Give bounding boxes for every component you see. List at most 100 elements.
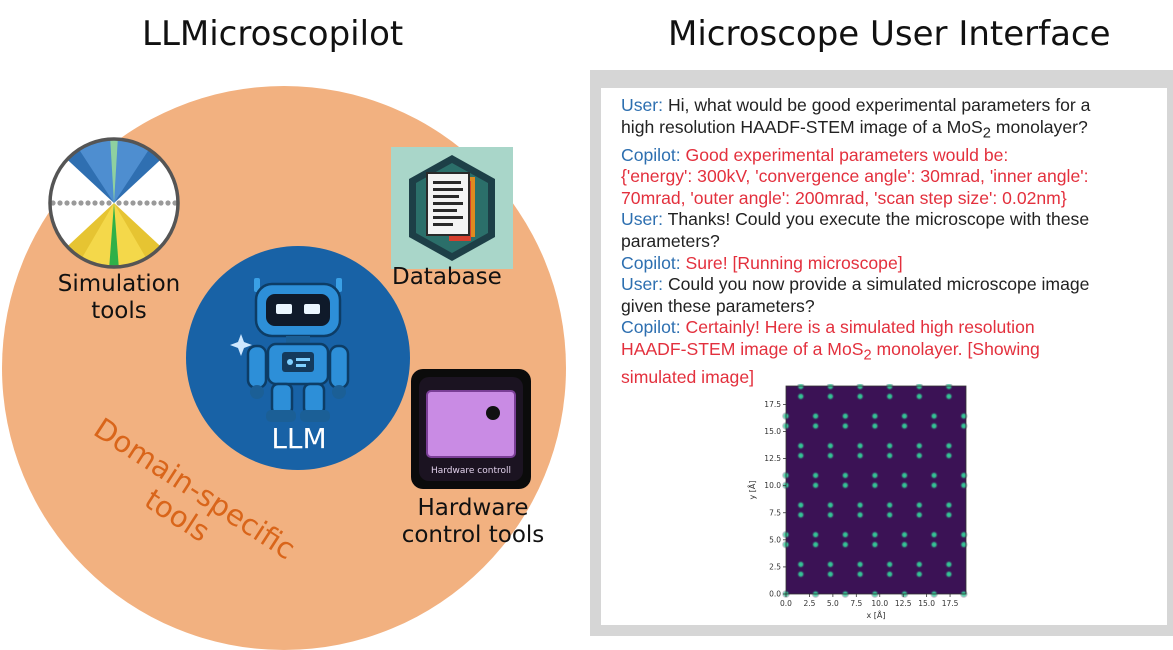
y-tick-label: 17.5: [764, 400, 781, 409]
y-tick-label: 0.0: [769, 590, 781, 599]
x-tick-label: 2.5: [803, 599, 815, 608]
atom-spot: [855, 560, 865, 569]
atom-spot: [885, 392, 894, 401]
atom-spot: [796, 560, 805, 569]
atom-spot: [944, 570, 954, 579]
atom-spot: [959, 540, 968, 549]
atom-spot: [885, 500, 894, 510]
atom-spot: [855, 570, 865, 579]
hardware-control-label: Hardware control tools: [401, 495, 545, 548]
atom-spot: [929, 411, 939, 421]
y-tick-label: 2.5: [769, 562, 781, 571]
atom-spot: [959, 411, 968, 421]
atom-spot: [885, 560, 894, 569]
atom-spot: [915, 570, 924, 579]
atom-spot: [826, 441, 835, 450]
database-icon: [391, 147, 513, 269]
atom-spot: [811, 540, 820, 549]
atom-spot: [796, 510, 805, 520]
left-title: LLMicroscopilot: [142, 14, 404, 54]
atom-spot: [915, 451, 924, 460]
chat-line: User: Could you now provide a simulated …: [621, 274, 1090, 295]
atom-spot: [796, 451, 805, 460]
chat-line: parameters?: [621, 231, 720, 252]
atom-spot: [915, 441, 924, 450]
atom-spot: [870, 540, 880, 549]
atom-spot: [870, 421, 880, 431]
atom-spot: [855, 441, 865, 450]
atom-spot: [900, 421, 909, 431]
plot-frame: [785, 385, 967, 595]
atom-spot: [841, 421, 850, 431]
llm-label: LLM: [271, 422, 327, 455]
x-tick-label: 7.5: [850, 599, 862, 608]
chat-line: high resolution HAADF-STEM image of a Mo…: [621, 116, 1088, 142]
atom-spot: [855, 451, 865, 460]
y-tick-label: 5.0: [769, 535, 781, 544]
atom-spot: [959, 421, 968, 431]
atom-spot: [900, 530, 909, 539]
atom-spot: [841, 540, 850, 549]
atom-spot: [811, 411, 820, 421]
atom-spot: [796, 570, 805, 579]
atom-spot: [900, 540, 909, 549]
x-tick-label: 5.0: [827, 599, 839, 608]
chat-line: Copilot: Certainly! Here is a simulated …: [621, 317, 1035, 338]
atom-spot: [885, 451, 894, 460]
atom-spot: [796, 441, 805, 450]
chat-line: {'energy': 300kV, 'convergence angle': 3…: [621, 166, 1089, 187]
chat-line: User: Hi, what would be good experimenta…: [621, 95, 1091, 115]
y-tick-label: 7.5: [769, 508, 781, 517]
simulation-icon: [48, 137, 180, 269]
atom-spot: [929, 481, 939, 490]
atom-spot: [826, 500, 835, 510]
atom-spot: [944, 451, 954, 460]
chat-line: Copilot: Good experimental parameters wo…: [621, 144, 1009, 165]
atom-spot: [811, 421, 820, 431]
atom-spot: [959, 481, 968, 490]
atom-spot: [855, 510, 865, 520]
atom-spot: [900, 471, 909, 480]
atom-spot: [870, 471, 880, 480]
atom-spot: [944, 560, 954, 569]
atom-spot: [900, 481, 909, 490]
atom-spot: [959, 530, 968, 539]
atom-spot: [929, 540, 939, 549]
atom-spot: [915, 510, 924, 520]
x-tick-label: 17.5: [942, 599, 959, 608]
hardware-icon-caption: Hardware controll: [431, 466, 511, 476]
atom-spot: [929, 530, 939, 539]
chat-log: User: Hi, what would be good experimenta…: [621, 95, 1161, 389]
chat-line: User: Thanks! Could you execute the micr…: [621, 209, 1090, 230]
atom-spot: [855, 500, 865, 510]
atom-spot: [841, 530, 850, 539]
chat-line: Copilot: Sure! [Running microscope]: [621, 252, 903, 273]
atom-spot: [944, 510, 954, 520]
atom-spot: [826, 510, 835, 520]
y-axis-label: y [Å]: [746, 481, 757, 500]
atom-spot: [885, 441, 894, 450]
atom-spot: [826, 392, 835, 401]
x-axis-label: x [Å]: [867, 609, 886, 620]
atom-spot: [826, 560, 835, 569]
chat-line: HAADF-STEM image of a MoS2 monolayer. [S…: [621, 339, 1040, 364]
y-tick-label: 15.0: [764, 427, 781, 436]
atom-spot: [915, 560, 924, 569]
atom-spot: [929, 421, 939, 431]
atom-spot: [796, 500, 805, 510]
atom-spot: [841, 411, 850, 421]
chat-line: 70mrad, 'outer angle': 200mrad, 'scan st…: [621, 187, 1067, 208]
database-label: Database: [392, 264, 502, 290]
x-tick-label: 15.0: [918, 599, 935, 608]
atom-spot: [944, 500, 954, 510]
robot-icon: [230, 278, 350, 422]
atom-spot: [885, 510, 894, 520]
right-title: Microscope User Interface: [668, 14, 1111, 54]
x-tick-label: 10.0: [871, 599, 888, 608]
atom-spot: [855, 392, 865, 401]
atom-spot: [870, 411, 880, 421]
plot-background: [786, 386, 966, 594]
atom-spot: [929, 471, 939, 480]
atom-spot: [841, 481, 850, 490]
atom-spot: [870, 481, 880, 490]
